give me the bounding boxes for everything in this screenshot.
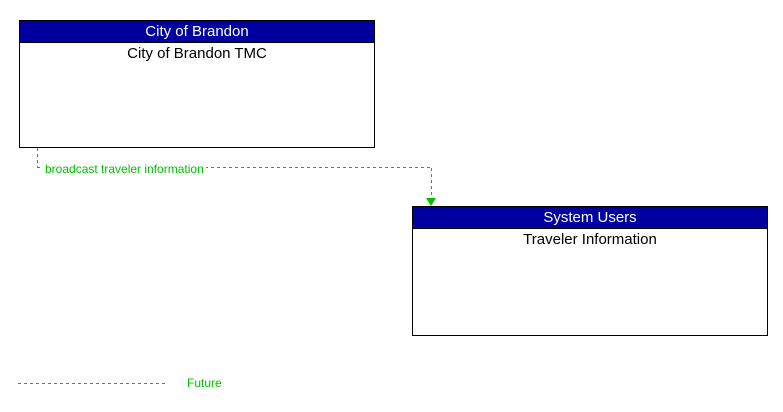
flow-label-broadcast-traveler-information[interactable]: broadcast traveler information — [43, 162, 206, 176]
flow-line-start-segment — [37, 148, 38, 168]
entity-box-traveler-information[interactable]: System Users Traveler Information — [412, 206, 768, 336]
entity-name-city-of-brandon-tmc: City of Brandon TMC — [127, 45, 267, 62]
legend-future-dashed-line — [18, 383, 166, 384]
flow-line-horizontal-segment — [37, 167, 432, 168]
flow-line-end-segment — [431, 168, 432, 199]
entity-header-system-users: System Users — [413, 207, 767, 229]
entity-name-traveler-information: Traveler Information — [523, 231, 657, 248]
legend-future-label: Future — [187, 376, 222, 390]
entity-header-city-of-brandon: City of Brandon — [20, 21, 374, 43]
entity-box-city-of-brandon-tmc[interactable]: City of Brandon City of Brandon TMC — [19, 20, 375, 148]
flow-arrowhead-icon — [426, 198, 436, 206]
